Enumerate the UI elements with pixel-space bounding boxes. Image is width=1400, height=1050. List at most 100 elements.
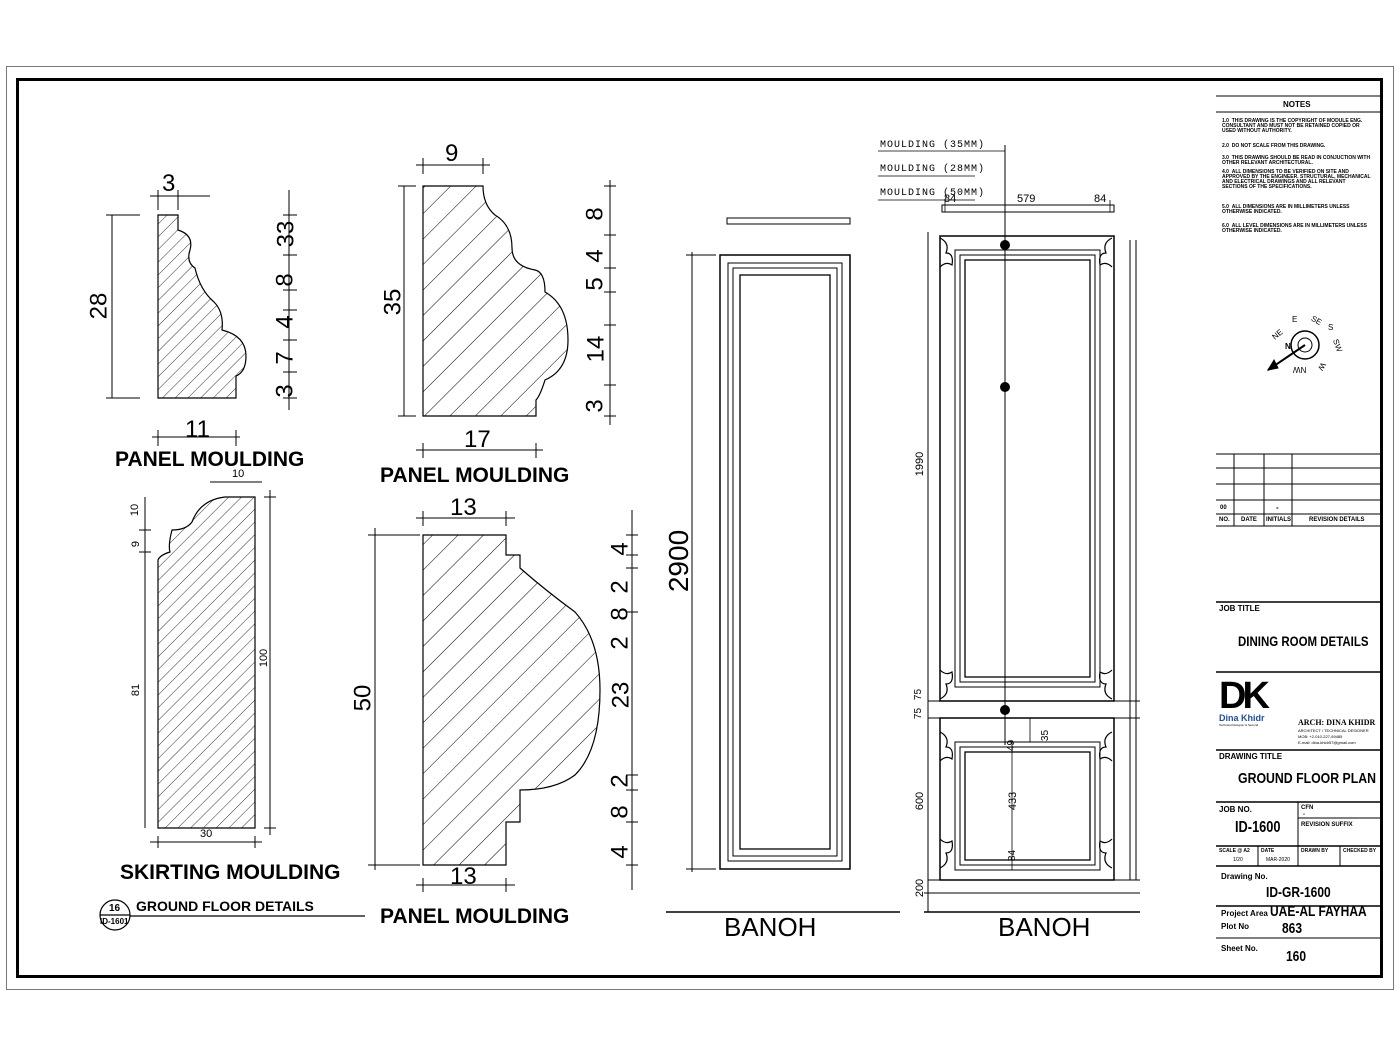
- moulding-b-dims: [398, 158, 616, 458]
- sheet-no-value: 160: [1286, 948, 1307, 965]
- revision-suffix-label: REVISION SUFFIX: [1301, 822, 1353, 828]
- moulding-a-dim-r2: 8: [271, 273, 299, 287]
- skirting-title: SKIRTING MOULDING: [120, 861, 341, 884]
- compass-e: E: [1292, 315, 1298, 324]
- moulding-c-profile: [422, 534, 601, 866]
- job-title-value: DINING ROOM DETAILS: [1238, 633, 1369, 649]
- dk-logo-tagline: Technical Designer & Second: [1219, 723, 1259, 727]
- skirting-dim-top: 10: [232, 468, 245, 480]
- callout-moulding-50: MOULDING (50MM): [880, 188, 986, 199]
- job-no-label: JOB NO.: [1219, 805, 1252, 814]
- right-dim-1990: 1990: [914, 451, 927, 477]
- project-area-value: UAE-AL FAYHAA: [1270, 903, 1367, 920]
- right-top-dim-1: 84: [944, 193, 957, 205]
- moulding-c-dim-r3: 8: [606, 607, 634, 621]
- right-dim-35: 35: [1040, 729, 1052, 742]
- note-3: 3.0 THIS DRAWING SHOULD BE READ IN CONJU…: [1222, 155, 1371, 166]
- moulding-b-dim-r4: 14: [582, 335, 610, 363]
- drawn-by-label: DRAWN BY: [1301, 848, 1329, 854]
- moulding-c-dim-r8: 4: [606, 845, 634, 859]
- moulding-a-dims: [106, 190, 297, 446]
- cfn-value: -: [1303, 812, 1305, 818]
- skirting-profile: [157, 496, 256, 829]
- architect-role: ARCHITECT / TECHNICAL DESIGNER: [1298, 728, 1369, 733]
- note-4: 4.0 ALL DIMENSIONS TO BE VERIFIED ON SIT…: [1222, 169, 1371, 190]
- architect-mob: MOB: +2-010-227-69485: [1298, 734, 1343, 739]
- drawing-frame: [16, 78, 1383, 978]
- note-5: 5.0 ALL DIMENSIONS ARE IN MILLIMETERS UN…: [1222, 204, 1350, 215]
- revision-row-initials: -: [1276, 503, 1279, 512]
- right-dim-75a: 75: [913, 688, 925, 701]
- moulding-a-profile: [157, 214, 247, 399]
- moulding-a-dim-bottom: 11: [185, 416, 210, 443]
- compass-graphic: [1266, 330, 1320, 371]
- architect-email: E-mail: dina.khidr57@gmail.com: [1298, 740, 1356, 745]
- moulding-c-dim-r6: 2: [606, 774, 634, 788]
- dk-logo-mark: DK: [1219, 675, 1270, 717]
- note-1: 1.0 THIS DRAWING IS THE COPYRIGHT OF MOD…: [1222, 118, 1363, 134]
- job-no-value: ID-1600: [1235, 819, 1281, 836]
- drawing-no-label: Drawing No.: [1221, 872, 1268, 881]
- architect-name: ARCH: DINA KHIDR: [1298, 718, 1376, 727]
- detail-bubble-number: 16: [109, 903, 121, 914]
- compass-s: S: [1328, 323, 1334, 332]
- skirting-dims: [139, 481, 276, 848]
- moulding-a-dim-r5: 3: [271, 384, 299, 398]
- moulding-b-title: PANEL MOULDING: [380, 464, 570, 487]
- ground-floor-details-tag: [99, 899, 365, 931]
- revision-header-details: REVISION DETAILS: [1309, 517, 1365, 523]
- drawing-title-value: GROUND FLOOR PLAN: [1238, 770, 1377, 787]
- date-value: MAR-2020: [1266, 857, 1290, 863]
- moulding-c-dim-r1: 4: [606, 542, 634, 556]
- moulding-c-dim-r2: 2: [606, 580, 634, 594]
- detail-title: GROUND FLOOR DETAILS: [136, 898, 314, 914]
- drawing-no-value: ID-GR-1600: [1266, 884, 1331, 901]
- moulding-c-title: PANEL MOULDING: [380, 905, 570, 928]
- moulding-b-dim-r2: 4: [581, 249, 609, 263]
- compass-n: N: [1285, 342, 1291, 351]
- cfn-label: CFN: [1301, 805, 1314, 811]
- dk-logo-name: Dina Khidr: [1219, 713, 1265, 723]
- moulding-c-dims: [368, 510, 638, 892]
- moulding-a-dim-height: 28: [85, 292, 113, 320]
- compass-nw: NW: [1293, 365, 1307, 374]
- ornament-marks: [939, 237, 1113, 869]
- skirting-dim-bottom: 30: [200, 828, 213, 840]
- callout-moulding-28: MOULDING (28MM): [880, 164, 986, 175]
- dk-logo: DK Dina Khidr Technical Designer & Secon…: [1219, 675, 1277, 727]
- project-area-label: Project Area: [1221, 909, 1268, 918]
- moulding-a-dim-r3: 4: [271, 315, 299, 329]
- right-dim-49: 49: [1006, 739, 1018, 752]
- detail-bubble-ref: ID-1601: [100, 917, 129, 926]
- right-dim-433: 433: [1007, 791, 1020, 811]
- right-top-dim-2: 579: [1017, 193, 1036, 205]
- moulding-a-title: PANEL MOULDING: [115, 448, 305, 471]
- skirting-dim-l1: 10: [129, 503, 142, 517]
- elevation-right-label: BANOH: [998, 912, 1091, 942]
- right-dim-200: 200: [914, 878, 927, 898]
- moulding-b-profile: [422, 185, 569, 417]
- right-dim-75b: 75: [913, 707, 925, 720]
- moulding-c-dim-top: 13: [450, 494, 477, 521]
- revision-row-no: 00: [1220, 505, 1227, 511]
- elevation-left-linework: [666, 217, 900, 913]
- skirting-dim-l3: 81: [130, 683, 143, 697]
- title-block-lines: [1216, 95, 1380, 939]
- elevation-left-label: BANOH: [724, 912, 817, 942]
- note-2: 2.0 DO NOT SCALE FROM THIS DRAWING.: [1222, 143, 1326, 149]
- job-title-label: JOB TITLE: [1219, 604, 1260, 613]
- moulding-c-dim-bottom: 13: [450, 863, 477, 890]
- right-top-dim-3: 84: [1094, 193, 1107, 205]
- right-dim-600: 600: [914, 791, 927, 811]
- moulding-a-dim-r4: 7: [271, 351, 299, 365]
- moulding-b-dim-bottom: 17: [464, 426, 491, 453]
- elevation-right-linework: [878, 145, 1140, 913]
- note-6: 6.0 ALL LEVEL DIMENSIONS ARE IN MILLIMET…: [1222, 223, 1367, 234]
- skirting-dim-r: 100: [258, 648, 271, 668]
- moulding-c-dim-r5: 23: [607, 681, 635, 709]
- moulding-a-dim-r1: 33: [272, 220, 300, 248]
- moulding-b-dim-r5: 3: [581, 399, 609, 413]
- skirting-dim-l2: 9: [130, 540, 143, 548]
- right-dim-84: 84: [1007, 849, 1019, 862]
